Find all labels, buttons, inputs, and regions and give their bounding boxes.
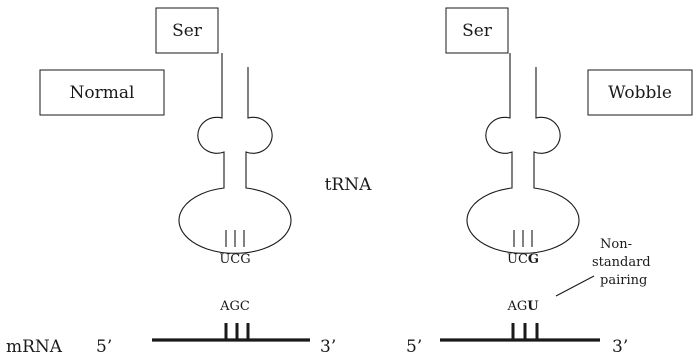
trna-label: tRNA <box>325 175 373 195</box>
right-five-prime: 5’ <box>406 337 422 357</box>
right-trna: Ser Wobble UCG AGU Non- standard pairing <box>445 7 693 314</box>
left-amino-acid-label: Ser <box>172 21 203 41</box>
right-mrna: 5’ 3’ <box>406 323 628 357</box>
mrna-label: mRNA <box>6 337 63 357</box>
left-three-prime: 3’ <box>320 337 336 357</box>
left-mrna: mRNA 5’ 3’ <box>6 323 336 357</box>
left-codon: AGC <box>219 299 250 314</box>
right-anticodon-wobble-base: G <box>528 252 539 267</box>
right-amino-acid-label: Ser <box>462 21 493 41</box>
normal-mode-box <box>39 69 165 116</box>
right-three-prime: 3’ <box>612 337 628 357</box>
wobble-mode-label: Wobble <box>608 83 672 103</box>
right-codon: AGU <box>506 299 539 314</box>
right-anticodon-normal: UC <box>507 252 528 267</box>
right-codon-normal: AG <box>506 299 527 314</box>
annotation-line-3: pairing <box>600 273 647 288</box>
right-codon-wobble-base: U <box>527 299 539 314</box>
left-anticodon: UCG <box>219 252 250 267</box>
right-anticodon: UCG <box>507 252 539 267</box>
right-trna-outline <box>466 53 580 254</box>
left-amino-acid-box <box>155 7 219 54</box>
wobble-mode-box <box>587 69 693 116</box>
left-five-prime: 5’ <box>96 337 112 357</box>
right-amino-acid-box <box>445 7 509 54</box>
annotation-line-2: standard <box>592 255 651 270</box>
normal-mode-label: Normal <box>70 83 135 103</box>
left-trna: Ser Normal UCG AGC <box>39 7 292 314</box>
annotation-line-1: Non- <box>600 237 632 252</box>
left-trna-outline <box>178 53 292 254</box>
annotation-pointer <box>555 275 595 297</box>
